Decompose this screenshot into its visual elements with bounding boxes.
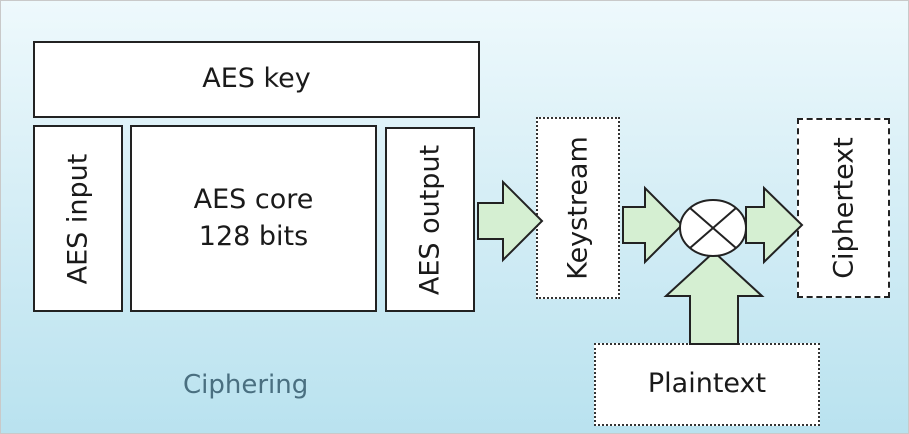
- arrow-keystream-to-xor: [622, 185, 684, 265]
- aes-key-label: AES key: [202, 63, 311, 95]
- ciphering-caption: Ciphering: [183, 370, 309, 400]
- ciphertext-box: Ciphertext: [797, 118, 890, 298]
- aes-core-box: AES core 128 bits: [130, 125, 377, 312]
- keystream-box: Keystream: [536, 117, 620, 299]
- plaintext-box: Plaintext: [594, 343, 820, 426]
- xor-circle-icon: [679, 199, 747, 257]
- arrow-aes-output-to-keystream: [477, 179, 544, 263]
- aes-output-box: AES output: [385, 127, 475, 312]
- aes-core-label: AES core: [193, 184, 314, 216]
- plaintext-label: Plaintext: [647, 368, 767, 400]
- arrow-plaintext-to-xor: [663, 250, 765, 345]
- aes-key-box: AES key: [33, 41, 480, 118]
- aes-core-bits-label: 128 bits: [198, 220, 309, 252]
- aes-input-box: AES input: [33, 125, 123, 312]
- arrow-xor-to-ciphertext: [745, 185, 804, 265]
